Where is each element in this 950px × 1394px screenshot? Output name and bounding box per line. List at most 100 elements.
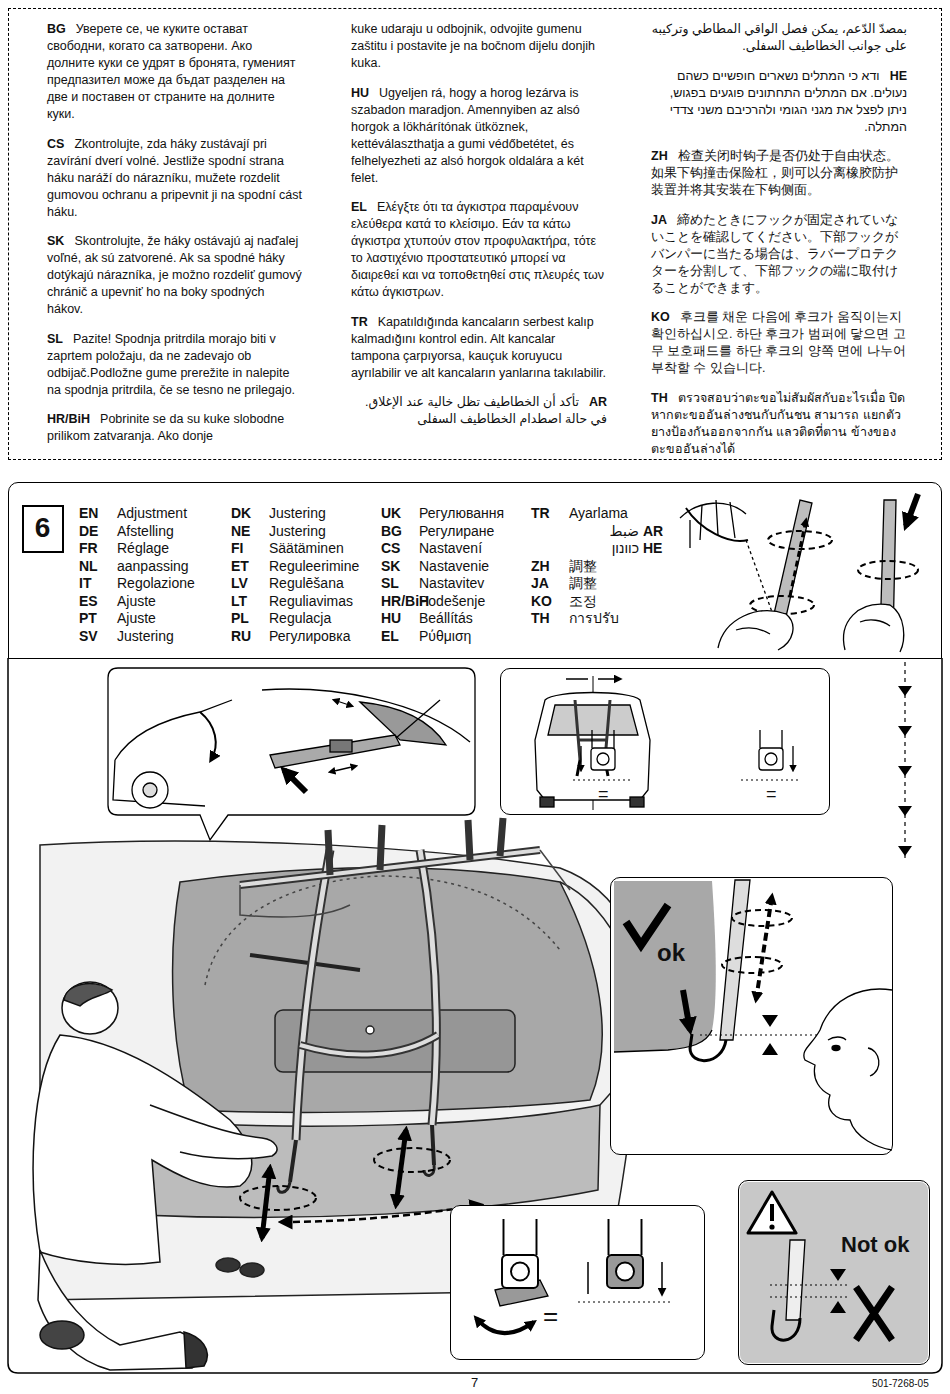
language-code: ET [231,558,249,575]
language-code: EL [381,628,399,645]
not-ok-detail [770,1204,774,1221]
not-ok-detail [770,1285,850,1297]
not-ok-detail [830,1269,846,1313]
language-code: LT [231,593,247,610]
language-word: Beállítás [419,610,473,627]
man-figure [33,982,277,1370]
man-figure [184,1332,207,1368]
ok-detail [762,1015,778,1055]
bike-rack [240,850,570,917]
paragraph: SLPazite! Spodnja pritrdila morajo biti … [47,331,303,399]
car-rear [240,1263,264,1277]
rear-view [540,797,554,807]
language-word: 조정 [569,593,597,610]
callout-panel [113,700,232,806]
language-word: Регулювання [419,505,504,522]
language-code: SK [47,234,64,248]
paragraph: HEודא כי המתלים נשארים חופשיים כשהם נעול… [651,68,907,136]
language-word: Ajuste [117,593,156,610]
language-code: DE [79,523,98,540]
language-word: Justering [269,505,326,522]
language-code: BG [381,523,402,540]
language-word: Ayarlama [569,505,628,522]
language-word: Justering [269,523,326,540]
ok-detail [700,1035,830,1036]
bike-rack [240,850,540,885]
ok-detail [832,1046,840,1051]
language-word: Podešenje [419,593,485,610]
strap-hands-figure [680,494,918,652]
rear-view [548,705,638,735]
hook-rubber-detail [616,1263,634,1281]
language-word: Säätäminen [269,540,344,557]
language-code: AR [643,523,663,540]
hook-rubber-detail [511,1263,529,1281]
language-code: ZH [651,149,668,163]
language-word: Afstelling [117,523,174,540]
man-figure [64,984,112,1006]
language-code: DK [231,505,251,522]
language-word: 調整 [569,575,597,592]
instruction-text: Kapatıldığında kancaların serbest kalıp … [351,315,606,380]
language-code: NE [231,523,250,540]
callout-panel [143,783,157,797]
language-code: EL [351,200,367,214]
document-code: 501-7268-05 [872,1378,929,1390]
language-code: SL [47,332,63,346]
man-figure [40,1321,84,1349]
man-figure [62,982,118,1034]
rear-view [580,746,581,770]
instruction-text: kuke udaraju u odbojnik, odvojite gumenu… [351,22,595,70]
language-word: Регулировка [269,628,351,645]
not-ok-detail [740,1182,928,1363]
instruction-text: 후크를 채운 다음에 후크가 움직이는지 확인하십시오. 하단 후크가 범퍼에 … [651,310,906,375]
bike-rack [420,850,436,1125]
adjust-arrows [262,1168,270,1238]
rear-view [591,748,615,770]
hook-rubber-detail [450,1205,705,1360]
instruction-panel: BGУверете се, че куките остават свободни… [8,8,942,460]
language-code: KO [651,310,670,324]
strap-hands-figure [680,503,746,518]
hook-rubber-detail [502,1255,538,1288]
ok-detail [804,989,892,1150]
language-code: HU [351,86,369,100]
instruction-text: Skontrolujte, že háky ostávajú aj naďale… [47,234,302,316]
language-code: TH [531,610,550,627]
adjust-arrows [374,1148,450,1172]
callout-panel [396,700,440,738]
text-column: بمصدّ الدّعم، يمكن فصل الواقي المطاطي وت… [651,21,907,470]
rear-view-panel: == [500,668,830,815]
not-ok-detail [748,1192,796,1233]
hook-rubber-detail [607,1255,643,1288]
language-code: HU [381,610,401,627]
language-code: IT [79,575,91,592]
instruction-text: Pazite! Spodnja pritrdila morajo biti v … [47,332,295,397]
rear-view [760,730,782,748]
not-ok-detail [740,1182,928,1363]
rear-view [597,753,609,765]
bike-rack [328,818,503,875]
bike-rack [296,850,330,1140]
instruction-text: 检查关闭时钩子是否仍处于自由状态。如果下钩撞击保险杠，则可以分离橡胶防护装置并将… [651,149,899,197]
language-word: Regulēšana [269,575,344,592]
language-word: Justering [117,628,174,645]
instruction-text: Уверете се, че куките остават свободни, … [47,22,295,121]
language-word: Adjustment [117,505,187,522]
bike-rack [278,1165,434,1192]
strap-hands-figure [718,611,793,650]
language-word: Reguliavimas [269,593,353,610]
not-ok-detail [786,1240,805,1320]
language-word: 調整 [569,558,597,575]
paragraph: kuke udaraju u odbojnik, odvojite gumenu… [351,21,607,72]
language-word: כוונון [571,540,639,557]
language-word: Nastavenie [419,558,489,575]
man-figure [150,1105,277,1159]
instruction-text: Ugyeljen rá, hogy a horog lezárva is sza… [351,86,584,185]
ok-detail [610,877,893,1155]
language-code: SK [381,558,400,575]
bike-rack [300,1035,438,1055]
paragraph: THตรวจสอบว่าตะขอไม่สัมผัสกับอะไรเมื่อ ปิ… [651,390,907,458]
language-code: HE [890,69,907,83]
ok-detail [614,881,716,1052]
